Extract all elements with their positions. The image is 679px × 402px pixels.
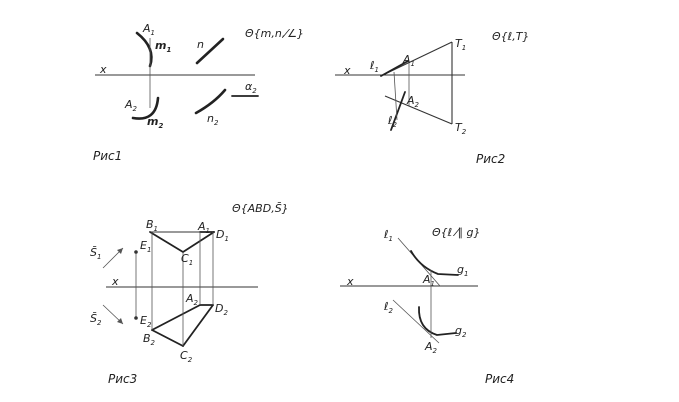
fig3-point-E2 [134,316,138,320]
figure-1: A1 m1 n x A2 m2 n2 α2 Θ{m,n,⁄∠} Рис1 [93,22,304,163]
fig3-arrowhead-S2 [117,318,123,324]
fig3-edge-D2-C2 [182,304,214,347]
fig2-label-A1: A1 [402,53,415,68]
fig1-line-n1 [195,37,225,65]
fig2-label-T1: T1 [455,37,466,52]
fig3-edge-C1-D1 [182,231,215,253]
fig1-label-n2: n2 [207,112,219,127]
fig3-label-C1: C1 [181,252,193,267]
figure-3: B1 A1 D1 C1 E1 S̄1 x A2 D2 S̄2 E2 B2 C2 … [90,202,289,386]
fig3-edge-B2-C2 [151,329,184,347]
fig4-title: Θ{ℓ ⁄∥ g} [432,226,481,239]
fig4-label-l2: ℓ2 [383,300,394,315]
fig3-caption: Рис3 [108,372,137,386]
fig3-label-axis: x [111,275,119,288]
fig1-label-m2: m2 [147,115,163,130]
figure-2: ℓ1 A1 T1 x A2 ℓ2 T2 Θ{ℓ,T} Рис2 [335,30,529,166]
figure-4: ℓ1 g1 A1 x ℓ2 g2 A2 Θ{ℓ ⁄∥ g} Рис4 [340,226,514,386]
fig2-line-l1 [380,60,409,77]
fig3-label-S2: S̄2 [90,312,102,327]
fig1-title: Θ{m,n,⁄∠} [245,27,304,40]
fig4-label-g2: g2 [455,324,467,339]
fig2-title: Θ{ℓ,T} [492,30,529,43]
fig3-label-A1: A1 [197,220,210,235]
fig4-label-A2: A2 [424,340,438,355]
fig3-label-D2: D2 [215,302,228,317]
fig2-line-l2 [390,91,406,131]
fig4-line-l2 [392,299,440,344]
fig3-title: Θ{ABD,S̄} [232,202,289,215]
fig3-label-C2: C2 [180,349,193,364]
fig1-curve-m2 [131,96,160,120]
fig1-label-n1: n [197,38,204,51]
fig1-label-A1: A1 [142,22,155,37]
fig3-label-A2: A2 [185,292,199,307]
fig3-edge-B2-A2 [151,304,201,331]
fig2-caption: Рис2 [476,152,505,166]
fig4-label-A1: A1 [422,273,435,288]
fig1-curve-m1 [135,31,153,68]
fig3-point-E1 [134,250,138,254]
fig2-label-l1: ℓ1 [369,59,379,74]
fig1-label-alpha2: α2 [245,80,257,95]
fig4-label-l1: ℓ1 [383,228,393,243]
fig1-label-m1: m1 [155,39,171,54]
fig3-arrowhead-S1 [117,248,123,254]
fig1-caption: Рис1 [93,149,122,163]
fig3-edge-B1-C1 [149,231,184,253]
fig4-caption: Рис4 [485,372,514,386]
fig3-label-D1: D1 [216,228,229,243]
fig4-curve-g1 [410,250,459,276]
fig2-label-A2: A2 [406,94,420,109]
fig3-label-E2: E2 [140,314,152,329]
fig3-label-E1: E1 [140,239,151,254]
fig4-label-g1: g1 [457,263,468,278]
fig3-label-S1: S̄1 [90,246,101,261]
fig4-curve-g2 [418,306,457,336]
fig1-curve-n2 [194,88,227,115]
fig1-label-A2: A2 [124,98,138,113]
fig2-label-l2: ℓ2 [387,114,398,129]
fig3-label-B2: B2 [143,332,156,347]
fig2-connector [393,71,398,121]
fig2-label-T2: T2 [455,121,467,136]
fig3-label-B1: B1 [146,218,158,233]
fig4-label-axis: x [346,275,354,288]
fig1-label-axis: x [99,63,107,76]
fig2-label-axis: x [343,64,351,77]
